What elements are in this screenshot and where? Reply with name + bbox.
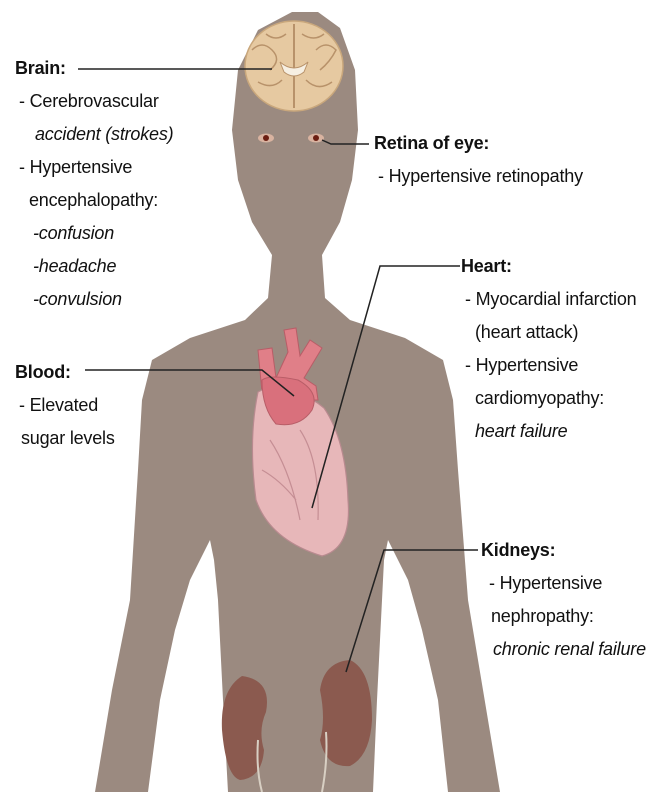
heart-label: Heart: - Myocardial infarction (heart at… xyxy=(461,250,636,448)
retina-label: Retina of eye: - Hypertensive retinopath… xyxy=(374,127,583,193)
heart-line-1: - Myocardial infarction xyxy=(461,283,636,316)
kidneys-line-2: nephropathy: xyxy=(481,600,646,633)
blood-label: Blood: - Elevated sugar levels xyxy=(15,356,115,455)
brain-line-3: - Hypertensive xyxy=(15,151,173,184)
brain-line-2: accident (strokes) xyxy=(15,118,173,151)
brain-line-6: -headache xyxy=(15,250,173,283)
retina-line-1: - Hypertensive retinopathy xyxy=(374,160,583,193)
blood-heading: Blood: xyxy=(15,356,115,389)
brain-heading: Brain: xyxy=(15,52,173,85)
heart-line-5: heart failure xyxy=(461,415,636,448)
heart-line-2: (heart attack) xyxy=(461,316,636,349)
kidneys-label: Kidneys: - Hypertensive nephropathy: chr… xyxy=(481,534,646,666)
blood-line-1: - Elevated xyxy=(15,389,115,422)
heart-heading: Heart: xyxy=(461,250,636,283)
brain-illustration xyxy=(245,21,343,111)
blood-line-2: sugar levels xyxy=(15,422,115,455)
brain-line-4: encephalopathy: xyxy=(15,184,173,217)
brain-label: Brain: - Cerebrovascular accident (strok… xyxy=(15,52,173,316)
kidneys-line-3: chronic renal failure xyxy=(481,633,646,666)
kidneys-heading: Kidneys: xyxy=(481,534,646,567)
brain-line-1: - Cerebrovascular xyxy=(15,85,173,118)
kidneys-line-1: - Hypertensive xyxy=(481,567,646,600)
brain-line-5: -confusion xyxy=(15,217,173,250)
heart-line-3: - Hypertensive xyxy=(461,349,636,382)
heart-line-4: cardiomyopathy: xyxy=(461,382,636,415)
retina-heading: Retina of eye: xyxy=(374,127,583,160)
brain-line-7: -convulsion xyxy=(15,283,173,316)
